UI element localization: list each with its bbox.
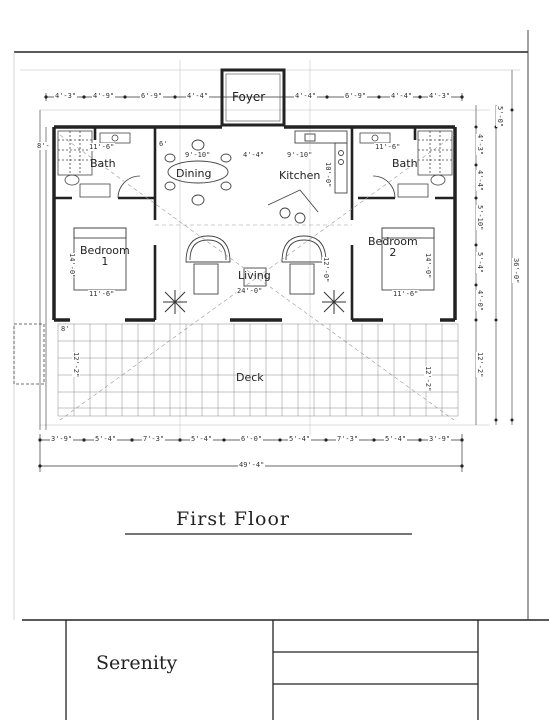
- dim-bedroom-left-height: 14'-0": [68, 253, 76, 279]
- dim-top-3: 6'-9": [140, 92, 164, 100]
- dim-bottom-2: 5'-4": [94, 435, 118, 443]
- room-label-foyer: Foyer: [232, 90, 266, 104]
- dim-bedroom-left-width: 11'-6": [88, 290, 116, 298]
- dim-bath-left-width: 11'-6": [88, 143, 116, 151]
- room-label-deck: Deck: [236, 371, 264, 384]
- room-label-dining: Dining: [176, 167, 212, 180]
- dim-top-6: 6'-9": [344, 92, 368, 100]
- dim-left-2: 6': [158, 140, 169, 148]
- dim-bottom-6: 5'-4": [288, 435, 312, 443]
- dim-right-1: 5'-0": [496, 106, 504, 128]
- dim-bottom-9: 3'-9": [428, 435, 452, 443]
- dim-bottom-5: 6'-0": [240, 435, 264, 443]
- dim-right-overall: 36'-0": [512, 258, 520, 284]
- dim-overall-width: 49'-4": [238, 461, 266, 469]
- dim-bath-right-width: 11'-6": [374, 143, 402, 151]
- dim-bottom-8: 5'-4": [384, 435, 408, 443]
- room-label-bath-right: Bath: [392, 157, 418, 170]
- dim-top-8: 4'-3": [428, 92, 452, 100]
- dim-right-4: 5'-10": [476, 205, 484, 231]
- dim-left-3: 8': [60, 325, 71, 333]
- dim-bedroom-right-width: 11'-6": [392, 290, 420, 298]
- project-name: Serenity: [96, 652, 178, 674]
- dim-right-7: 12'-2": [476, 352, 484, 378]
- dim-bottom-3: 7'-3": [142, 435, 166, 443]
- dim-dining-width: 9'-10": [184, 151, 212, 159]
- dim-top-7: 4'-4": [390, 92, 414, 100]
- dim-right-2: 4'-3": [476, 134, 484, 156]
- dim-bottom-1: 3'-9": [50, 435, 74, 443]
- room-label-living: Living: [238, 269, 271, 282]
- dim-kitchen-height: 10'-0": [324, 162, 332, 188]
- dim-right-3: 4'-4": [476, 170, 484, 192]
- dim-top-2: 4'-9": [92, 92, 116, 100]
- dim-living-width: 24'-0": [236, 287, 264, 295]
- dim-deck-height-left: 12'-2": [72, 352, 80, 378]
- room-label-kitchen: Kitchen: [279, 169, 321, 182]
- dim-top-1: 4'-3": [54, 92, 78, 100]
- room-label-bedroom-2: Bedroom 2: [368, 235, 418, 259]
- dim-top-4: 4'-4": [186, 92, 210, 100]
- dim-mid-width: 4'-4": [242, 151, 266, 159]
- room-label-bath-left: Bath: [90, 157, 116, 170]
- dim-living-height: 12'-0": [322, 257, 330, 283]
- dim-right-6: 4'-0": [476, 290, 484, 312]
- dim-right-5: 5'-4": [476, 252, 484, 274]
- dim-kitchen-width: 9'-10": [286, 151, 314, 159]
- dim-bottom-4: 5'-4": [190, 435, 214, 443]
- dim-bottom-7: 7'-3": [336, 435, 360, 443]
- dim-bedroom-right-height: 14'-0": [424, 253, 432, 279]
- room-label-bedroom-1: Bedroom 1: [80, 244, 130, 268]
- dim-top-5: 4'-4": [294, 92, 318, 100]
- dim-left-1: 8'-: [36, 142, 51, 150]
- dim-deck-height-right: 12'-2": [424, 366, 432, 392]
- floor-title: First Floor: [176, 508, 290, 530]
